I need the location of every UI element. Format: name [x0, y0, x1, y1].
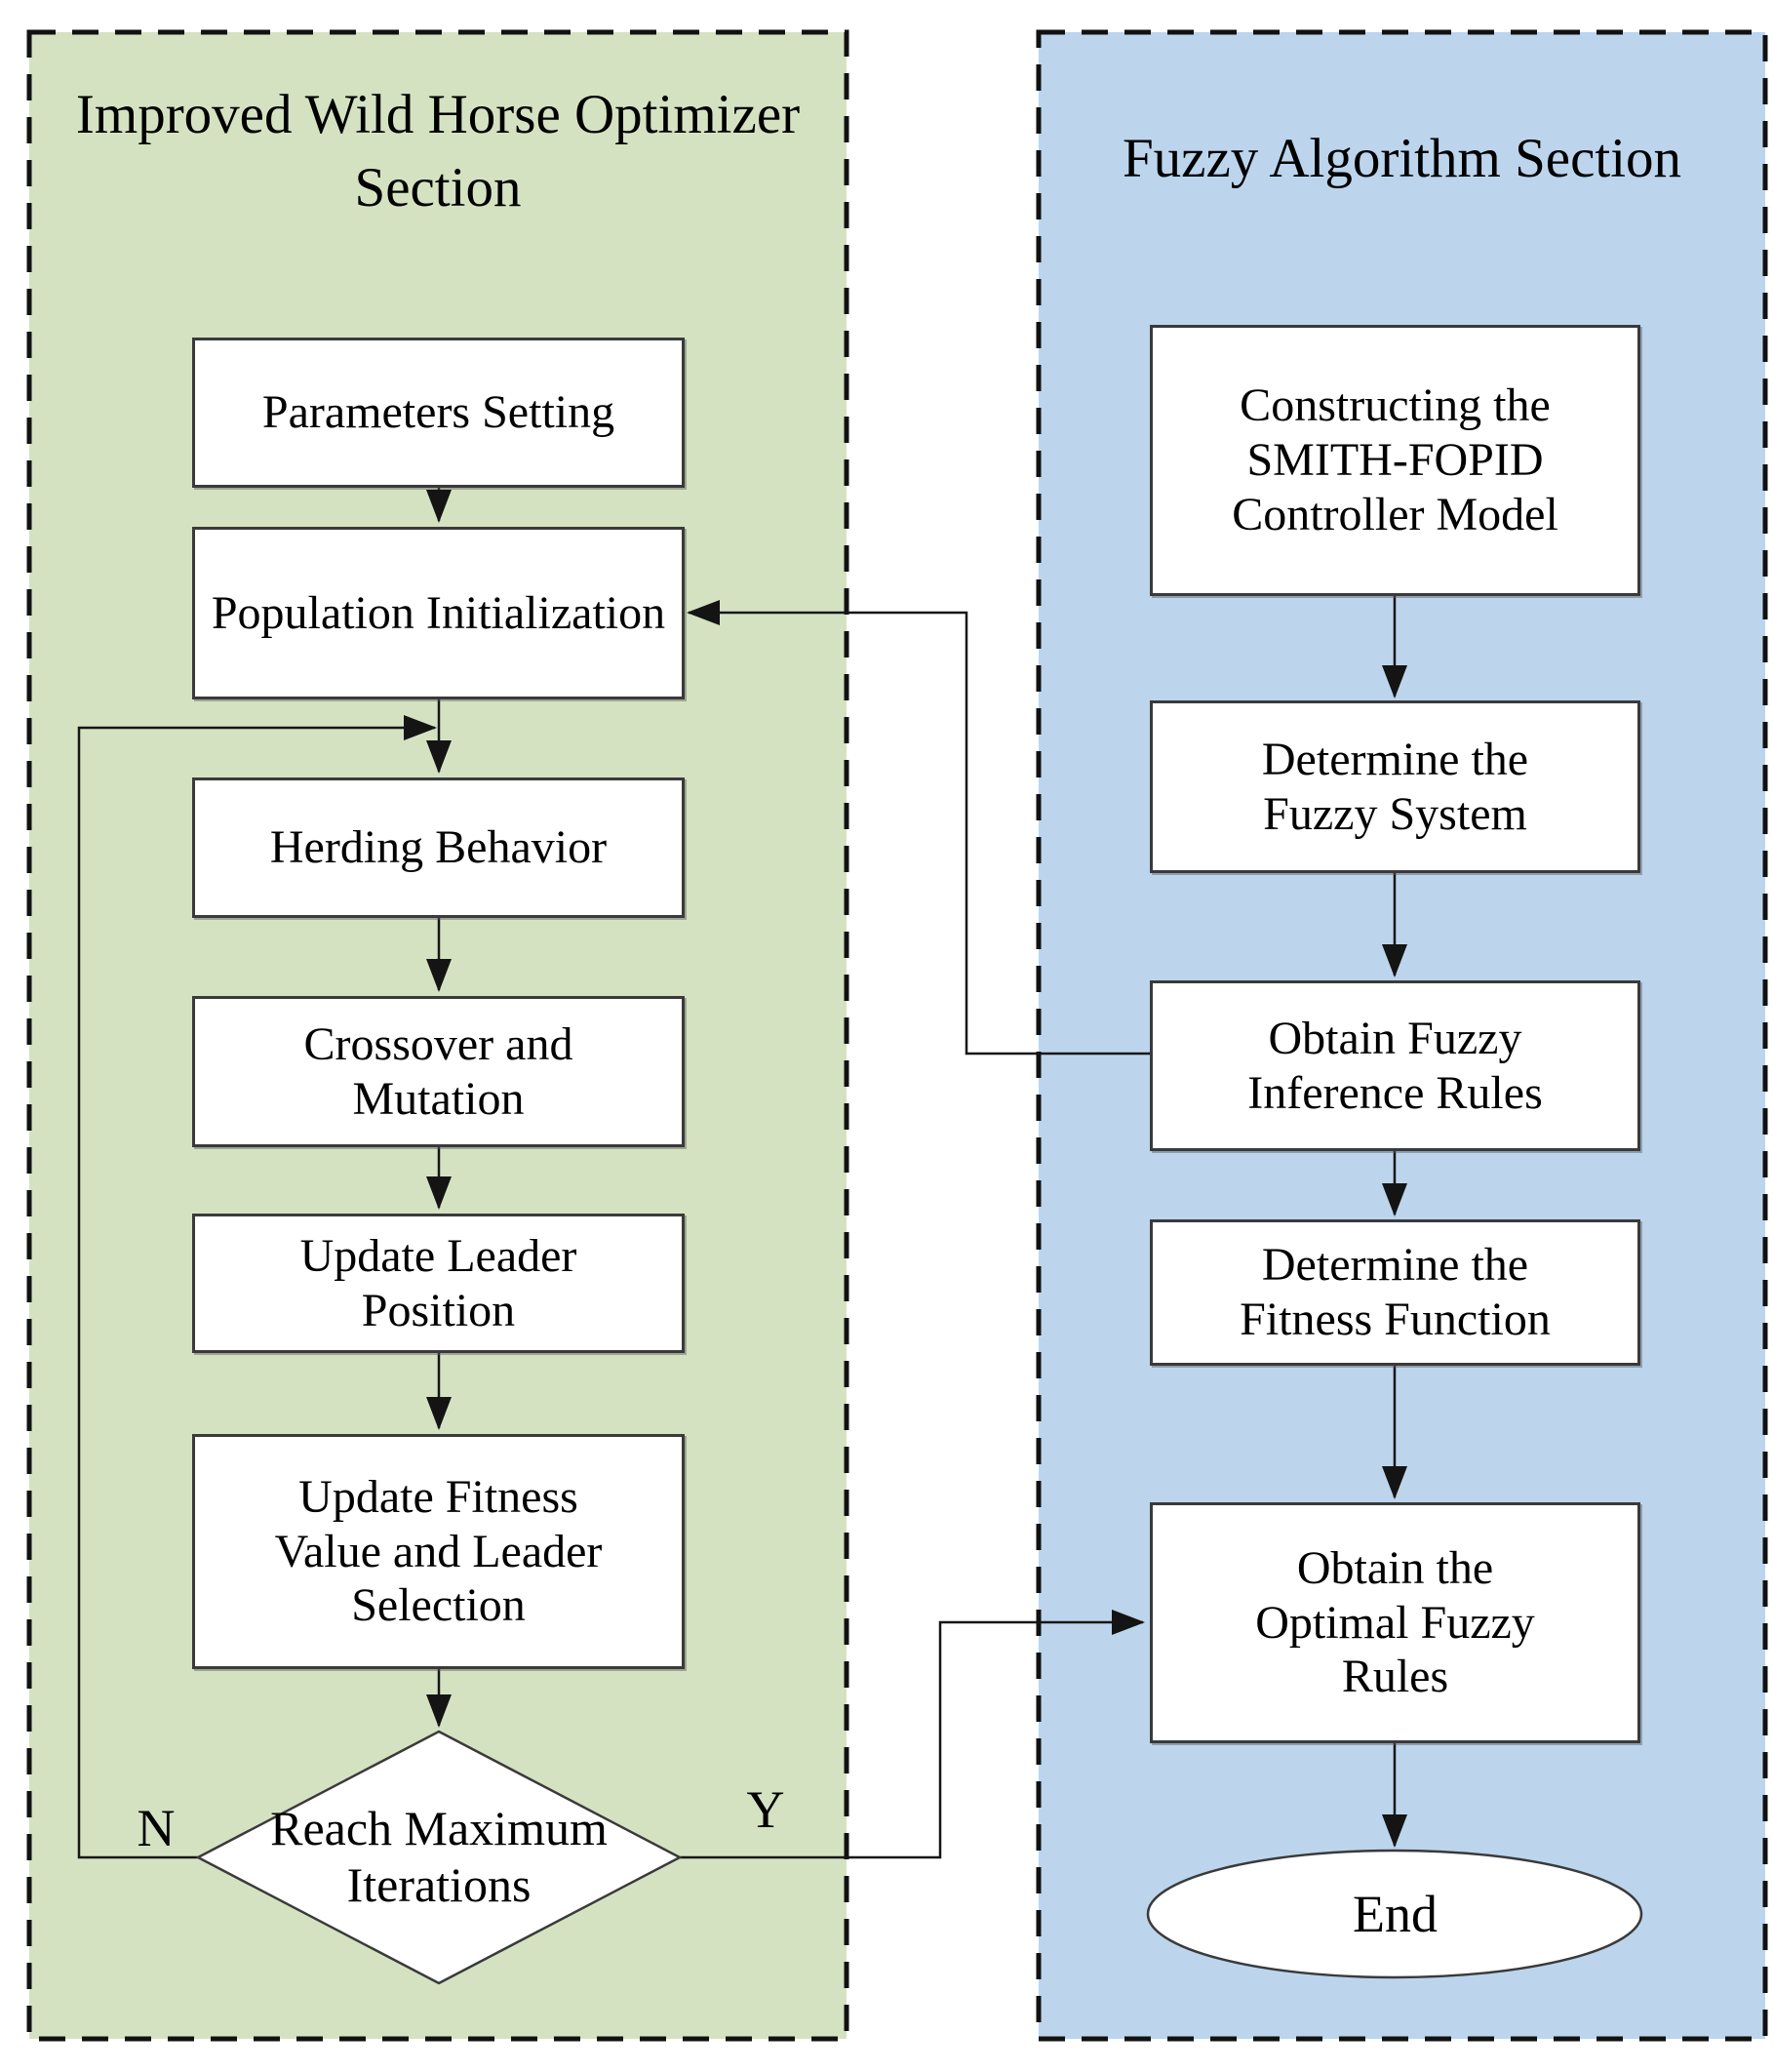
- decision-yes-label: Y: [746, 1780, 785, 1839]
- node-obtain-optimal-fuzzy-rules: Obtain the Optimal Fuzzy Rules: [1150, 1502, 1640, 1743]
- node-determine-fitness-function: Determine the Fitness Function: [1150, 1219, 1640, 1366]
- arrow-decision-no-loop: [77, 715, 437, 1859]
- node-update-leader-position: Update Leader Position: [192, 1214, 685, 1353]
- node-herding-behavior: Herding Behavior: [192, 777, 685, 918]
- decision-label: Reach Maximum Iterations: [270, 1801, 608, 1912]
- arrow-inferencerules-to-population: [687, 600, 1150, 1056]
- arrow-decision-yes-to-optimalrules: [680, 1610, 1145, 1859]
- end-terminal-label: End: [1353, 1885, 1438, 1943]
- node-parameters-setting: Parameters Setting: [192, 338, 685, 488]
- node-population-initialization: Population Initialization: [192, 527, 685, 699]
- decision-diamond: [195, 1730, 683, 1985]
- node-constructing-smith-fopid: Constructing the SMITH-FOPID Controller …: [1150, 325, 1640, 596]
- end-ellipse: [1146, 1849, 1643, 1979]
- right-section-title: Fuzzy Algorithm Section: [1122, 128, 1682, 190]
- node-obtain-fuzzy-inference-rules: Obtain Fuzzy Inference Rules: [1150, 980, 1640, 1151]
- node-determine-fuzzy-system: Determine the Fuzzy System: [1150, 700, 1640, 873]
- node-crossover-and-mutation: Crossover and Mutation: [192, 996, 685, 1147]
- node-update-fitness-value: Update Fitness Value and Leader Selectio…: [192, 1434, 685, 1669]
- decision-no-label: N: [137, 1799, 176, 1857]
- left-section-title: Improved Wild Horse Optimizer Section: [75, 83, 801, 219]
